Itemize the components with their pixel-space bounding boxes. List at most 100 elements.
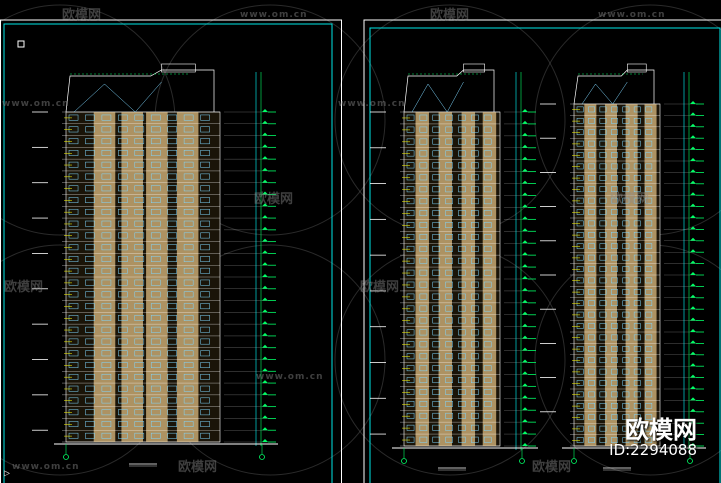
level-marker <box>690 192 696 196</box>
window <box>458 114 466 121</box>
window <box>101 432 112 439</box>
window <box>471 162 479 169</box>
window <box>406 377 415 384</box>
sheet-frame-left-outer <box>0 19 342 483</box>
window <box>599 300 607 307</box>
window <box>611 152 618 158</box>
window <box>68 161 79 168</box>
window <box>134 173 145 180</box>
window <box>458 186 466 193</box>
window <box>134 267 145 274</box>
window <box>118 373 128 380</box>
window <box>167 232 177 239</box>
window <box>633 186 641 193</box>
window <box>611 197 618 204</box>
window <box>167 114 177 121</box>
window <box>85 185 95 192</box>
window <box>150 397 161 404</box>
window <box>150 138 161 145</box>
window <box>200 409 210 416</box>
window <box>68 244 79 251</box>
window <box>167 267 177 274</box>
window <box>445 341 453 348</box>
window <box>406 305 415 312</box>
window <box>445 222 453 228</box>
window <box>633 437 641 443</box>
window <box>432 174 441 181</box>
window <box>458 377 466 384</box>
window <box>599 232 607 238</box>
window <box>611 300 618 307</box>
level-marker <box>522 132 528 136</box>
window <box>200 185 210 192</box>
window <box>419 377 428 384</box>
window <box>134 161 145 168</box>
window <box>101 256 112 262</box>
window <box>68 150 79 156</box>
level-marker <box>522 144 528 148</box>
window <box>118 208 128 215</box>
window <box>118 397 128 404</box>
window <box>633 140 641 147</box>
window <box>599 289 607 295</box>
level-marker <box>522 383 528 387</box>
window <box>200 373 210 380</box>
window <box>458 293 466 300</box>
window <box>645 437 653 443</box>
window <box>406 281 415 288</box>
window <box>588 334 595 341</box>
level-marker <box>690 237 696 241</box>
window <box>167 421 177 427</box>
window <box>622 209 630 215</box>
window <box>622 254 630 261</box>
window <box>458 317 466 324</box>
level-marker <box>522 371 528 375</box>
level-marker <box>690 283 696 287</box>
window <box>576 152 584 158</box>
level-marker <box>262 391 268 395</box>
window <box>101 303 112 310</box>
level-marker <box>690 158 696 161</box>
window <box>483 245 492 252</box>
window <box>611 277 618 284</box>
window <box>150 126 161 133</box>
window <box>458 412 466 419</box>
window <box>633 289 641 295</box>
window <box>611 289 618 295</box>
level-marker <box>690 169 696 173</box>
window <box>85 173 95 180</box>
window <box>419 412 428 419</box>
window <box>588 152 595 158</box>
window <box>599 175 607 181</box>
level-marker <box>690 340 696 344</box>
window <box>633 209 641 215</box>
window <box>134 150 145 156</box>
window <box>599 357 607 364</box>
window <box>622 118 630 124</box>
window <box>599 140 607 147</box>
window <box>200 421 210 427</box>
level-marker <box>262 215 268 219</box>
window <box>85 244 95 251</box>
window <box>471 401 479 407</box>
level-marker <box>690 215 696 218</box>
level-marker <box>262 344 268 348</box>
window <box>432 162 441 169</box>
window <box>588 118 595 124</box>
window <box>471 341 479 348</box>
window <box>576 289 584 295</box>
window <box>471 222 479 228</box>
window <box>200 114 210 121</box>
window <box>622 163 630 170</box>
window <box>183 385 194 392</box>
window <box>633 129 641 136</box>
window <box>471 365 479 372</box>
window <box>419 389 428 395</box>
axis-bubble <box>687 458 693 464</box>
window <box>68 303 79 310</box>
window <box>471 138 479 145</box>
window <box>471 317 479 324</box>
window <box>599 346 607 352</box>
window <box>118 197 128 203</box>
